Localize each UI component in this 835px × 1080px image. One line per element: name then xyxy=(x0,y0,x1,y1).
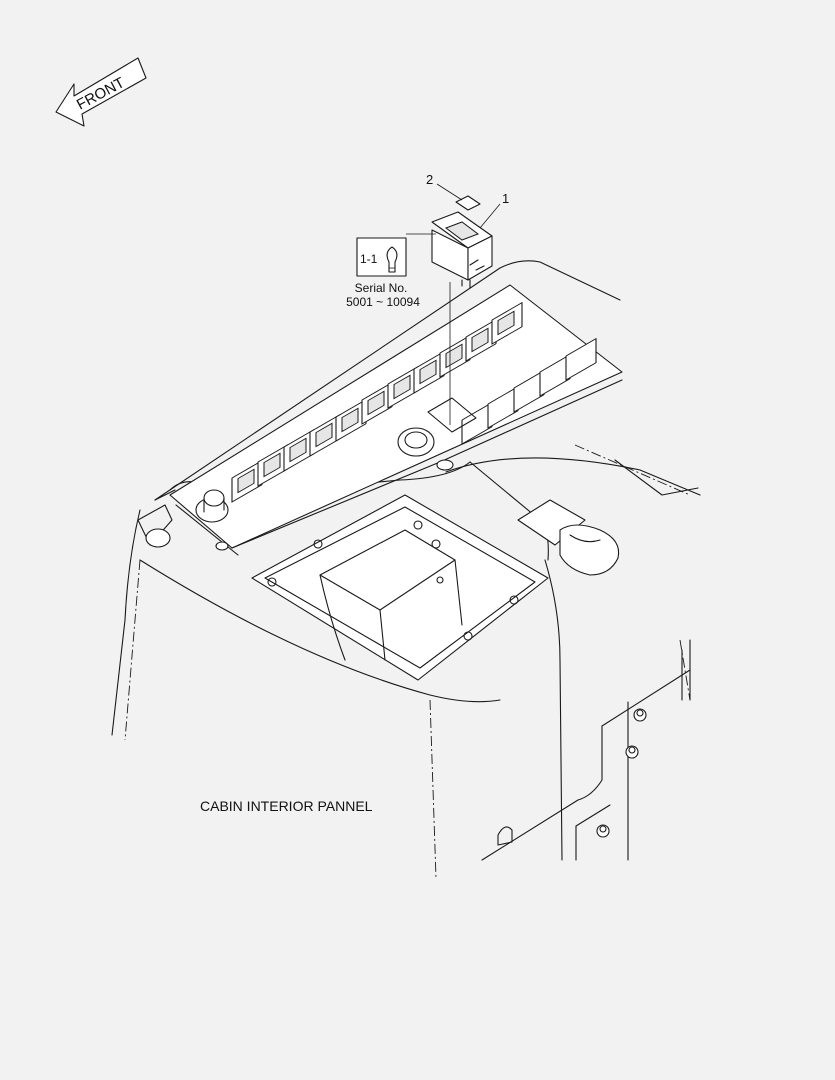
switch-row-upper xyxy=(231,302,523,503)
diagram-caption: CABIN INTERIOR PANNEL xyxy=(200,798,373,814)
center-hatch xyxy=(251,494,549,681)
callout-1: 1 xyxy=(502,191,509,206)
callout-2: 2 xyxy=(426,172,433,187)
switch-part xyxy=(431,211,493,289)
start-knob xyxy=(195,489,229,523)
throttle-knob xyxy=(517,499,620,576)
bulb-icon xyxy=(386,246,398,273)
bulb-callout-box: 1-1 xyxy=(356,237,407,277)
cigar-lighter xyxy=(397,427,435,457)
switch-slot xyxy=(427,397,477,433)
serial-range: 5001 ~ 10094 xyxy=(346,295,420,309)
front-arrow: FRONT xyxy=(55,57,147,127)
switch-row-lower xyxy=(461,338,597,445)
serial-label: Serial No. xyxy=(355,281,408,295)
bolt xyxy=(596,824,610,838)
switch-console xyxy=(169,284,623,556)
bolt xyxy=(633,708,647,722)
bolt xyxy=(625,745,639,759)
side-panel-right xyxy=(481,639,691,861)
leader-lines xyxy=(406,183,501,425)
label-plate xyxy=(455,195,481,211)
callout-1-1: 1-1 xyxy=(360,252,378,266)
